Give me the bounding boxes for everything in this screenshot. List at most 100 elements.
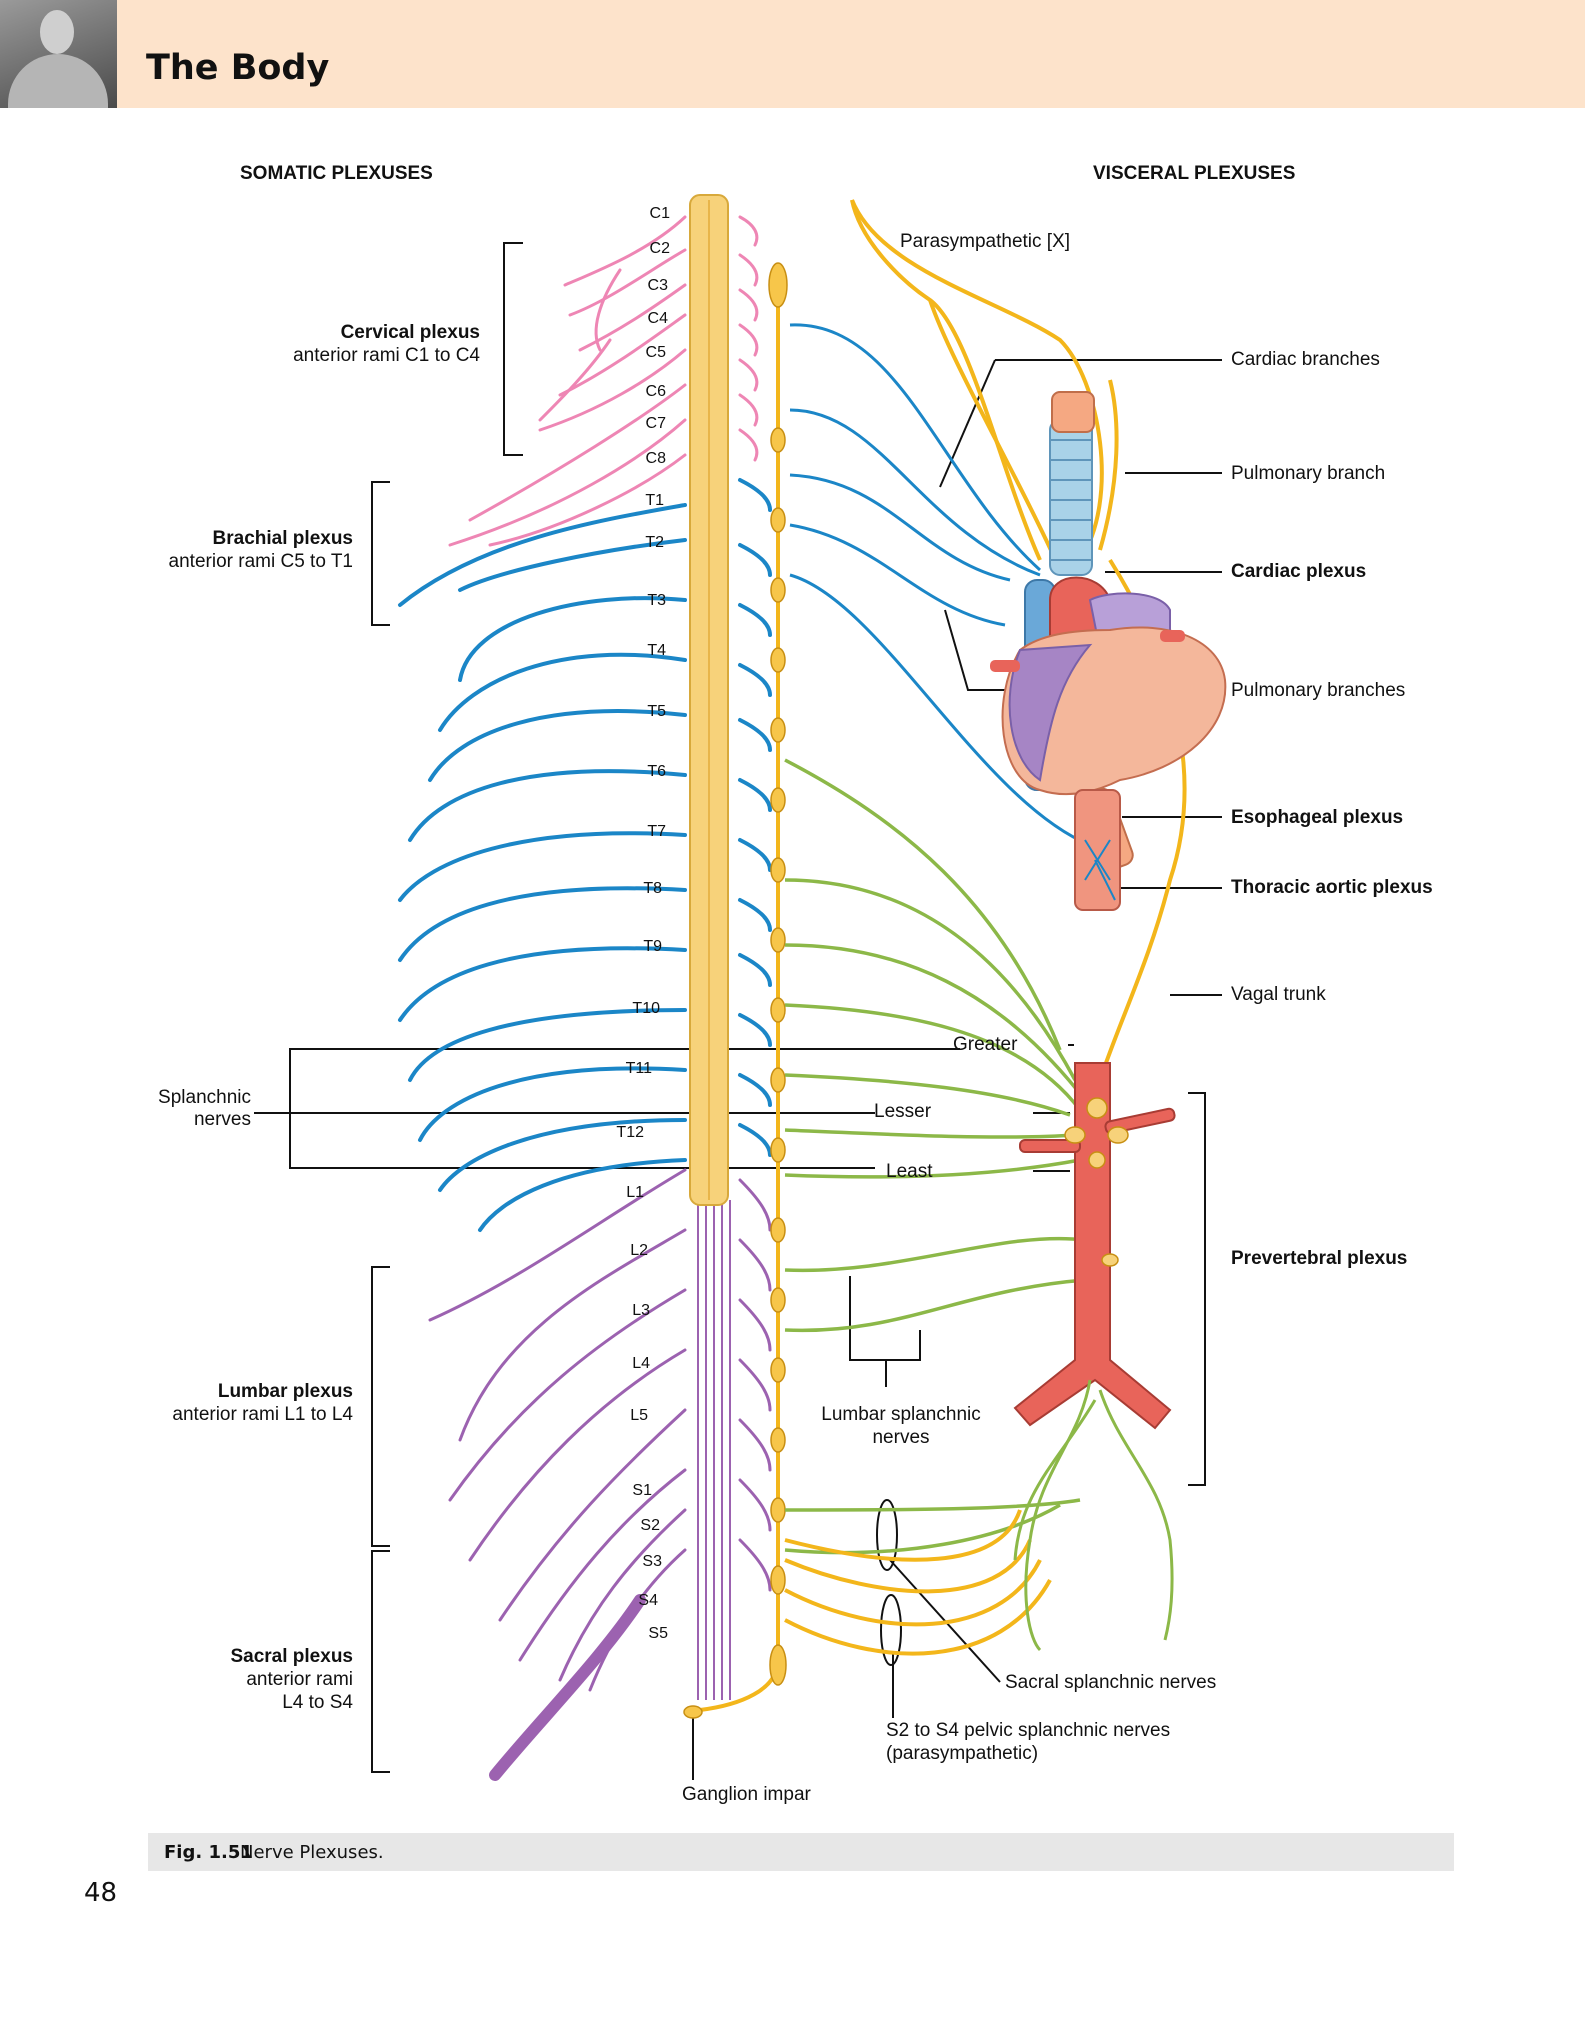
lumbar-plexus-sub: anterior rami L1 to L4 — [172, 1404, 353, 1425]
seg-label-t1: T1 — [645, 492, 664, 509]
prevertebral-bracket — [1188, 1092, 1206, 1486]
seg-label-c8: C8 — [646, 450, 667, 467]
lumbar-splanchnic-label-2: nerves — [872, 1427, 930, 1448]
figure-caption: Fig. 1.51 Nerve Plexuses. — [148, 1833, 1454, 1871]
vessel-stub-left — [990, 660, 1020, 672]
esophagus-upper — [1051, 391, 1095, 433]
seg-label-l2: L2 — [630, 1242, 648, 1259]
least-splanchnic-label: Least — [886, 1161, 933, 1182]
page-number: 48 — [84, 1878, 118, 1908]
seg-label-t5: T5 — [647, 703, 666, 720]
brachial-bracket — [371, 481, 390, 626]
somatic-heading: SOMATIC PLEXUSES — [240, 163, 433, 184]
cardiac-branches-leader-2 — [939, 359, 996, 488]
seg-label-l3: L3 — [632, 1302, 650, 1319]
ganglion-impar-node — [683, 1705, 703, 1719]
seg-label-s4: S4 — [638, 1592, 658, 1609]
pelvic-splanchnic-label-2: (parasympathetic) — [886, 1743, 1039, 1764]
seg-label-l4: L4 — [632, 1355, 650, 1372]
seg-label-l1: L1 — [626, 1184, 644, 1201]
seg-label-c4: C4 — [648, 310, 669, 327]
pulmonary-branch-label: Pulmonary branch — [1231, 463, 1386, 484]
seg-label-t6: T6 — [647, 763, 666, 780]
aortic-plexus-lines — [1084, 839, 1116, 901]
cardiac-branches-label: Cardiac branches — [1231, 349, 1380, 370]
thoracic-aorta — [1074, 789, 1121, 911]
lesser-splanchnic-label: Lesser — [874, 1101, 932, 1122]
cervical-plexus-sub: anterior rami C1 to C4 — [293, 345, 480, 366]
visceral-heading: VISCERAL PLEXUSES — [1093, 163, 1296, 184]
seg-label-s1: S1 — [632, 1482, 652, 1499]
esophageal-plexus-label: Esophageal plexus — [1231, 807, 1404, 828]
seg-label-t11: T11 — [626, 1060, 652, 1077]
figure-number: Fig. 1.51 — [164, 1842, 253, 1863]
sacral-plexus-sub1: anterior rami — [246, 1669, 353, 1690]
abdominal-aorta — [1013, 1062, 1176, 1430]
lumbar-splanchnic-label-1: Lumbar splanchnic — [821, 1404, 981, 1425]
lumbar-splanchnic-bracket — [849, 1276, 921, 1387]
lumbosacral-nerves — [428, 1168, 772, 1692]
thoracic-nerves — [398, 478, 772, 1232]
pelvic-plexus-lines — [1013, 1379, 1174, 1652]
sacral-bracket — [371, 1550, 390, 1773]
seg-label-t10: T10 — [632, 1000, 660, 1017]
vagal-trunk-label: Vagal trunk — [1231, 984, 1326, 1005]
right-leaders — [692, 359, 1222, 1780]
prevertebral-plexus-label: Prevertebral plexus — [1231, 1248, 1408, 1269]
pulmonary-branches-label: Pulmonary branches — [1231, 680, 1406, 701]
heart-left-side — [1008, 643, 1093, 782]
cervical-nerves — [448, 215, 759, 547]
seg-label-t2: T2 — [645, 534, 664, 551]
seg-label-t4: T4 — [647, 642, 666, 659]
pelvic-splanchnic-loop — [880, 1594, 902, 1666]
seg-label-c1: C1 — [650, 205, 671, 222]
prevertebral-ganglia — [1064, 1097, 1129, 1267]
cervical-plexus-title: Cervical plexus — [340, 322, 480, 343]
heart — [990, 576, 1227, 796]
seg-label-c6: C6 — [646, 383, 667, 400]
cervical-bracket — [503, 242, 523, 456]
seg-label-s3: S3 — [642, 1553, 662, 1570]
seg-label-t12: T12 — [616, 1124, 644, 1141]
chapter-thumbnail — [0, 0, 117, 108]
thumbnail-head-shape — [40, 10, 74, 54]
seg-label-t7: T7 — [647, 823, 666, 840]
figure-caption-text: Nerve Plexuses. — [240, 1842, 384, 1863]
vessel-stub-right — [1160, 630, 1185, 642]
ganglion-impar-label: Ganglion impar — [682, 1784, 811, 1805]
page-title: The Body — [146, 48, 330, 88]
seg-label-l5: L5 — [630, 1407, 648, 1424]
sympathetic-ganglia — [768, 262, 788, 1686]
pelvic-splanchnic-label-1: S2 to S4 pelvic splanchnic nerves — [886, 1720, 1171, 1741]
left-brackets — [254, 242, 960, 1773]
seg-label-c7: C7 — [646, 415, 667, 432]
segment-labels: C1 C2 C3 C4 C5 C6 C7 C8 T1 T2 T3 T4 T5 T… — [616, 205, 670, 1642]
cauda-equina — [697, 1200, 731, 1700]
splanchnic-label-2: nerves — [193, 1109, 251, 1130]
sciatic-trunk — [489, 1594, 646, 1781]
splanchnic-bracket — [289, 1048, 960, 1169]
greater-splanchnic-label: Greater — [953, 1034, 1018, 1055]
seg-label-t8: T8 — [643, 880, 662, 897]
seg-label-c2: C2 — [650, 240, 671, 257]
seg-label-c3: C3 — [648, 277, 669, 294]
sacral-splanchnic-loop — [876, 1499, 898, 1571]
sacral-plexus-sub2: L4 to S4 — [282, 1692, 353, 1713]
sacral-plexus-title: Sacral plexus — [230, 1646, 353, 1667]
thoracic-aortic-plexus-label: Thoracic aortic plexus — [1231, 877, 1433, 898]
seg-label-s2: S2 — [640, 1517, 660, 1534]
thoracic-visceral-nerves — [789, 323, 1091, 847]
splanchnic-nerves-green — [784, 758, 1087, 1555]
seg-label-t3: T3 — [647, 592, 666, 609]
page-header: The Body — [0, 0, 1585, 108]
lumbar-bracket — [371, 1266, 390, 1547]
parasympathetic-label: Parasympathetic [X] — [900, 231, 1071, 252]
cardiac-plexus-label: Cardiac plexus — [1231, 561, 1367, 582]
seg-label-s5: S5 — [648, 1625, 668, 1642]
lumbar-plexus-title: Lumbar plexus — [217, 1381, 353, 1402]
sacral-splanchnic-label: Sacral splanchnic nerves — [1005, 1672, 1217, 1693]
splanchnic-label-1: Splanchnic — [158, 1087, 251, 1108]
seg-label-c5: C5 — [646, 344, 667, 361]
brachial-plexus-sub: anterior rami C5 to T1 — [168, 551, 353, 572]
seg-label-t9: T9 — [643, 938, 662, 955]
